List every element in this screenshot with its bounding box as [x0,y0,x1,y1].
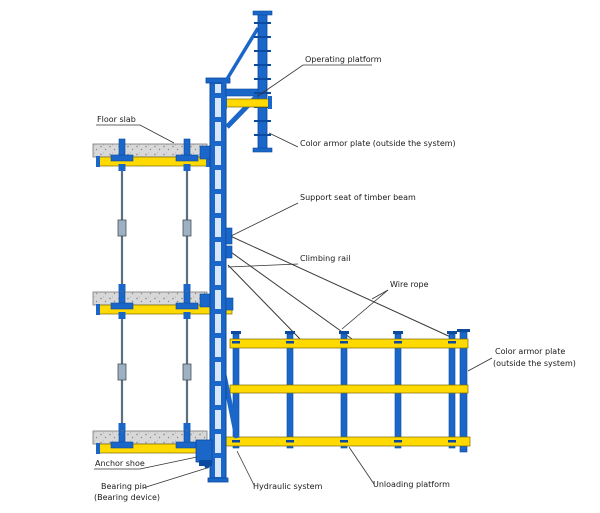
label-floor-slab: Floor slab [97,115,136,124]
bolt-tick [286,341,294,344]
slab-anchor-plate [175,441,199,449]
support-seat-bracket [225,297,234,311]
rod-connector [118,312,126,319]
leader-hydraulic-system [236,450,255,486]
slab-anchor-plate [175,154,199,162]
bolt-tick [394,341,402,344]
wire-rope-line [227,234,456,340]
beam-end-cap [206,156,210,167]
label-color-armor-plate-top: Color armor plate (outside the system) [300,139,456,148]
wire-ropes [227,234,456,340]
support-seat-bracket [225,245,233,259]
leader-floor-slab [96,124,175,144]
platform-post-cap [339,331,349,334]
label-bearing-pin-2: (Bearing device) [94,493,160,502]
climbing-rail-top-cap [205,77,231,84]
tie-rods [117,164,192,431]
platform-post-cap [285,331,295,334]
label-color-armor-plate-right-1: Color armor plate [495,347,565,356]
bearing-pin-dot [204,463,210,469]
floor-level-1 [92,138,212,167]
wire-rope-line [227,264,301,340]
leader-climbing-rail [227,263,299,268]
climbing-rail-assembly [205,77,234,483]
bolt-tick [340,440,348,443]
rod-connector [183,312,191,319]
label-operating-platform: Operating platform [305,55,382,64]
operating-platform-assembly [222,10,273,153]
bolt-tick [232,440,240,443]
turnbuckle [117,219,127,237]
platform-post-cap [393,331,403,334]
climbing-rail-ladder [215,84,221,478]
anchor-shoe-body [195,439,213,463]
bolt-tick [232,341,240,344]
label-hydraulic-system: Hydraulic system [253,482,323,491]
floor-level-3 [92,425,210,454]
rod-connector [118,423,126,430]
slab-anchor-plate [175,302,199,310]
leader-operating-platform [257,64,372,97]
anchor-shoe-foot [199,460,212,466]
platform-mid-beam [229,384,469,394]
mast-bolt-ticks [254,16,271,148]
platform-post-cap [457,329,470,332]
turnbuckle [182,219,192,237]
bolt-tick [448,440,456,443]
turnbuckle [182,363,192,381]
bolt-tick [340,341,348,344]
wire-rope-line [227,249,353,340]
anchor-shoe-assembly [195,439,213,469]
label-bearing-pin-1: Bearing pin [101,482,147,491]
rod-connector [183,423,191,430]
label-support-seat: Support seat of timber beam [300,193,416,202]
rod-connector [183,164,191,171]
leader-wire-rope-1 [371,289,389,300]
wall-bracket [199,293,212,308]
slab-anchor-plate [110,302,134,310]
leader-anchor-shoe [94,456,198,470]
deck-end-post [268,96,272,109]
rod-connector [118,164,126,171]
rod-connector [183,284,191,291]
turnbuckle [117,363,127,381]
bolt-tick [394,440,402,443]
leader-lines [94,64,493,489]
platform-post-cap [231,331,241,334]
operating-platform-deck [224,98,270,108]
leader-bearing-pin [142,467,208,489]
leader-wire-rope-2 [341,289,389,330]
label-color-armor-plate-right-2: (outside the system) [493,359,576,368]
leader-color-armor-right [467,357,493,372]
slab-anchor-plate [110,441,134,449]
platform-post-cap [447,331,457,334]
wall-bracket [199,145,212,160]
unloading-platform [211,329,471,453]
leader-color-armor-top [268,132,299,148]
climbing-rail-bottom-cap [207,477,229,483]
bolt-tick [448,341,456,344]
deck-end-post [223,96,227,109]
leader-support-seat [230,202,299,237]
label-unloading-platform: Unloading platform [373,480,450,489]
platform-top-chord [229,338,469,349]
beam-end-cap [96,443,100,454]
rod-connector [118,284,126,291]
support-seat-bracket [225,227,233,245]
beam-end-cap [96,304,100,315]
mast-upper-diagonal [222,27,260,85]
slab-anchor-plate [110,154,134,162]
beam-end-cap [96,156,100,167]
leader-unloading-platform [348,446,375,485]
bolt-tick [286,440,294,443]
mast-bottom-cap [252,147,273,153]
label-wire-rope: Wire rope [390,280,429,289]
mast-top-cap [252,10,273,16]
label-anchor-shoe: Anchor shoe [95,459,145,468]
label-climbing-rail: Climbing rail [300,254,350,263]
